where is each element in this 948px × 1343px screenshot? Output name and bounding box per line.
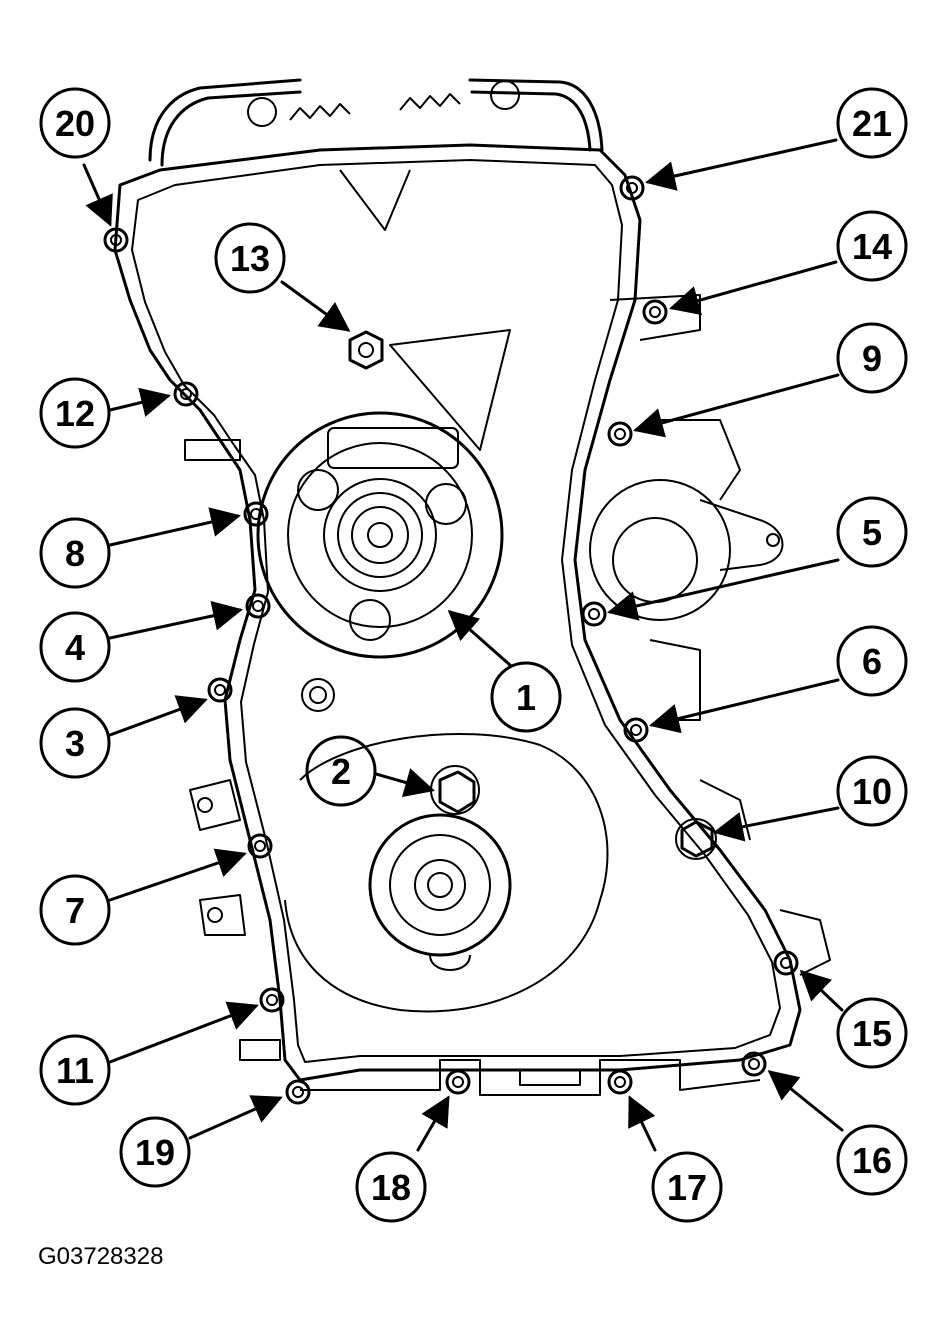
bolt-4 — [245, 593, 271, 619]
bolt-11 — [259, 987, 285, 1013]
bolt-18 — [445, 1069, 471, 1095]
bolt-5 — [581, 601, 607, 627]
svg-text:2: 2 — [331, 751, 351, 792]
leader-lines — [82, 138, 844, 1152]
bolt-21 — [619, 175, 645, 201]
cover-outline — [113, 143, 802, 1082]
bolt-20 — [103, 227, 129, 253]
right-block-features — [649, 639, 831, 976]
svg-text:7: 7 — [65, 890, 85, 931]
callout-16: 16 — [836, 1124, 908, 1196]
svg-text:8: 8 — [65, 533, 85, 574]
bolt-14 — [642, 299, 668, 325]
svg-text:10: 10 — [852, 771, 892, 812]
svg-text:11: 11 — [56, 1050, 94, 1091]
callout-4: 4 — [39, 611, 111, 683]
callout-21: 21 — [836, 87, 908, 159]
leader-6 — [649, 678, 840, 734]
leader-18 — [416, 1095, 450, 1152]
svg-text:5: 5 — [862, 512, 882, 553]
oil-pan-flange — [300, 1059, 761, 1096]
callout-18: 18 — [355, 1151, 427, 1223]
bolt-9 — [607, 421, 633, 447]
svg-text:14: 14 — [852, 226, 892, 267]
crankshaft-pulley — [256, 411, 504, 659]
svg-text:15: 15 — [852, 1013, 892, 1054]
leader-14 — [669, 260, 838, 316]
callout-1: 1 — [490, 661, 562, 733]
callout-17: 17 — [651, 1151, 723, 1223]
bolt-6 — [623, 717, 649, 743]
leader-7 — [108, 848, 247, 902]
left-block-features — [184, 439, 281, 1061]
callout-15: 15 — [836, 997, 908, 1069]
callout-8: 8 — [39, 517, 111, 589]
svg-text:20: 20 — [55, 103, 95, 144]
bolt-19 — [285, 1079, 311, 1105]
callout-6: 6 — [836, 625, 908, 697]
leader-8 — [108, 507, 241, 547]
leader-11 — [108, 1001, 259, 1064]
oil-pump-housing — [589, 294, 784, 621]
leader-9 — [633, 373, 840, 438]
svg-text:4: 4 — [65, 627, 85, 668]
leader-12 — [108, 387, 171, 417]
bolt-3 — [207, 677, 233, 703]
leader-15 — [799, 969, 844, 1012]
svg-text:12: 12 — [55, 393, 95, 434]
leader-2 — [374, 768, 435, 798]
svg-text:19: 19 — [135, 1132, 175, 1173]
bolt-2 — [430, 765, 480, 815]
svg-text:16: 16 — [852, 1140, 892, 1181]
svg-text:3: 3 — [65, 723, 85, 764]
callout-9: 9 — [836, 322, 908, 394]
bolt-8 — [243, 501, 269, 527]
svg-text:17: 17 — [667, 1167, 707, 1208]
callout-20: 20 — [39, 87, 111, 159]
callout-5: 5 — [836, 496, 908, 568]
callout-3: 3 — [39, 707, 111, 779]
timing-chain — [148, 78, 604, 167]
callout-10: 10 — [836, 755, 908, 827]
leader-21 — [645, 138, 838, 191]
svg-text:18: 18 — [371, 1167, 411, 1208]
bolt-13 — [348, 330, 384, 370]
callouts: 1 2 3 4 5 6 7 8 9 10 11 12 13 14 15 16 1… — [39, 87, 908, 1223]
bolt-7 — [247, 833, 273, 859]
upper-bracket — [389, 329, 511, 451]
camshaft-sprockets — [247, 80, 520, 127]
figure-id: G03728328 — [38, 1243, 163, 1270]
callout-7: 7 — [39, 874, 111, 946]
leader-5 — [607, 558, 840, 621]
bolt-15 — [773, 950, 799, 976]
callout-14: 14 — [836, 210, 908, 282]
svg-text:13: 13 — [230, 238, 270, 279]
leader-10 — [713, 806, 840, 842]
leader-19 — [188, 1095, 283, 1140]
engine-front-cover-drawing — [113, 78, 831, 1096]
callout-2: 2 — [305, 735, 377, 807]
lower-idler — [284, 678, 609, 1013]
callout-11: 11 — [39, 1034, 111, 1106]
callout-19: 19 — [119, 1116, 191, 1188]
leader-20 — [82, 163, 113, 227]
bolt-17 — [607, 1069, 633, 1095]
leader-3 — [108, 695, 208, 737]
leader-16 — [767, 1070, 844, 1132]
bolt-12 — [173, 381, 199, 407]
svg-text:6: 6 — [862, 641, 882, 682]
svg-text:1: 1 — [516, 677, 536, 718]
cover-gasket-line — [131, 159, 781, 1063]
leader-4 — [108, 601, 243, 640]
leader-13 — [280, 280, 351, 332]
callout-12: 12 — [39, 377, 111, 449]
svg-text:9: 9 — [862, 338, 882, 379]
svg-text:21: 21 — [852, 103, 892, 144]
leader-1 — [447, 610, 512, 667]
leader-17 — [628, 1095, 657, 1152]
bolts — [103, 175, 799, 1105]
callout-13: 13 — [214, 222, 286, 294]
bolt-16 — [741, 1051, 767, 1077]
